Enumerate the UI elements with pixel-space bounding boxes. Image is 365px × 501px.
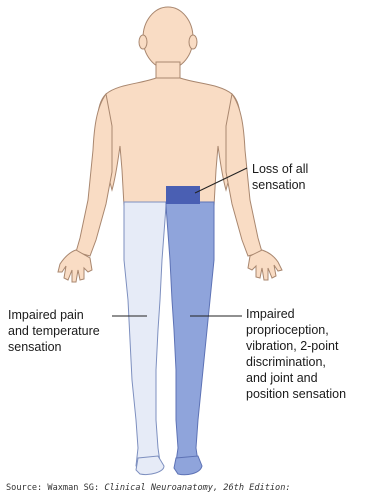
source-book-title: Clinical Neuroanatomy, 26th Edition: (104, 483, 290, 493)
head (143, 7, 193, 69)
right-hand (248, 250, 282, 280)
right-foot (174, 456, 202, 475)
label-impaired-pain-temperature: Impaired pain and temperature sensation (8, 307, 128, 355)
left-ear (139, 35, 147, 49)
lesion-band (166, 186, 200, 204)
right-ear (189, 35, 197, 49)
left-arm (76, 94, 112, 256)
contralateral-leg (124, 202, 166, 468)
ipsilateral-leg (166, 202, 214, 472)
source-prefix: Source: Waxman SG: (6, 483, 104, 493)
label-total-sensory-loss: Loss of all sensation (252, 161, 362, 193)
label-impaired-proprioception: Impaired proprioception, vibration, 2-po… (246, 306, 364, 402)
source-citation: Source: Waxman SG: Clinical Neuroanatomy… (6, 483, 291, 493)
left-foot (136, 456, 164, 475)
